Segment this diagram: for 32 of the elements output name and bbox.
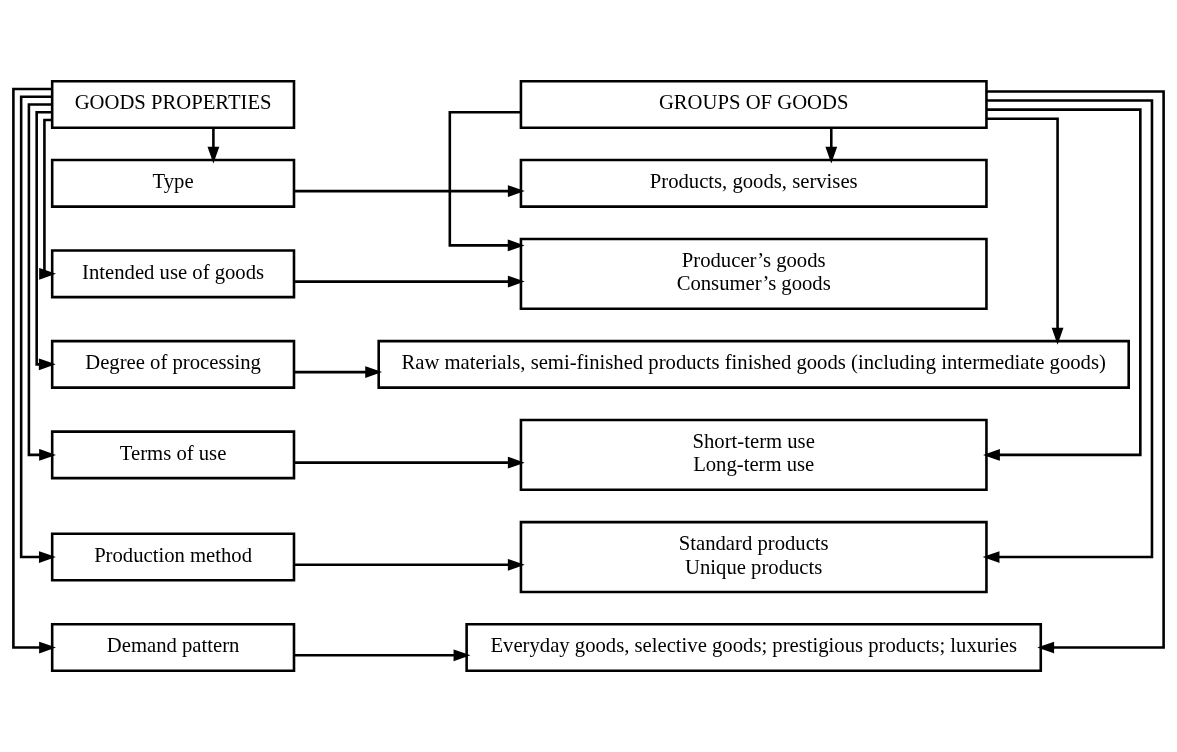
node-box: Raw materials, semi-finished products finished goods (including intermediate goods) — [377, 339, 1130, 389]
arrow — [825, 128, 838, 164]
arrow — [294, 275, 525, 288]
node-box: Producer’s goods Consumer’s goods — [519, 237, 988, 311]
arrow — [207, 128, 220, 164]
arrow — [294, 456, 525, 469]
node-box: Degree of processing — [50, 339, 296, 389]
arrow — [986, 90, 1165, 654]
arrow — [39, 118, 56, 280]
node-box: Standard products Unique products — [519, 520, 988, 594]
arrow — [294, 366, 383, 378]
arrow — [448, 110, 525, 252]
arrow — [982, 99, 1154, 563]
node-box: GROUPS OF GOODS — [519, 79, 988, 129]
node-box: Production method — [50, 532, 296, 582]
arrow — [12, 87, 56, 654]
node-box: Terms of use — [50, 430, 296, 480]
arrow — [294, 558, 525, 571]
arrow — [35, 110, 56, 371]
node-box: Intended use of goods — [50, 249, 296, 299]
arrow — [983, 108, 1142, 461]
arrow — [294, 649, 471, 662]
node-box: Short-term use Long-term use — [519, 418, 988, 492]
node-box: Demand pattern — [50, 623, 296, 673]
arrow — [19, 95, 56, 563]
node-box: Everyday goods, selective goods; prestigious products; luxuries — [465, 623, 1043, 673]
node-box: GOODS PROPERTIES — [50, 79, 296, 129]
arrow — [986, 117, 1064, 345]
arrow — [294, 185, 525, 197]
node-box: Type — [50, 158, 296, 208]
node-box: Products, goods, servises — [519, 158, 988, 208]
arrow — [27, 103, 56, 461]
